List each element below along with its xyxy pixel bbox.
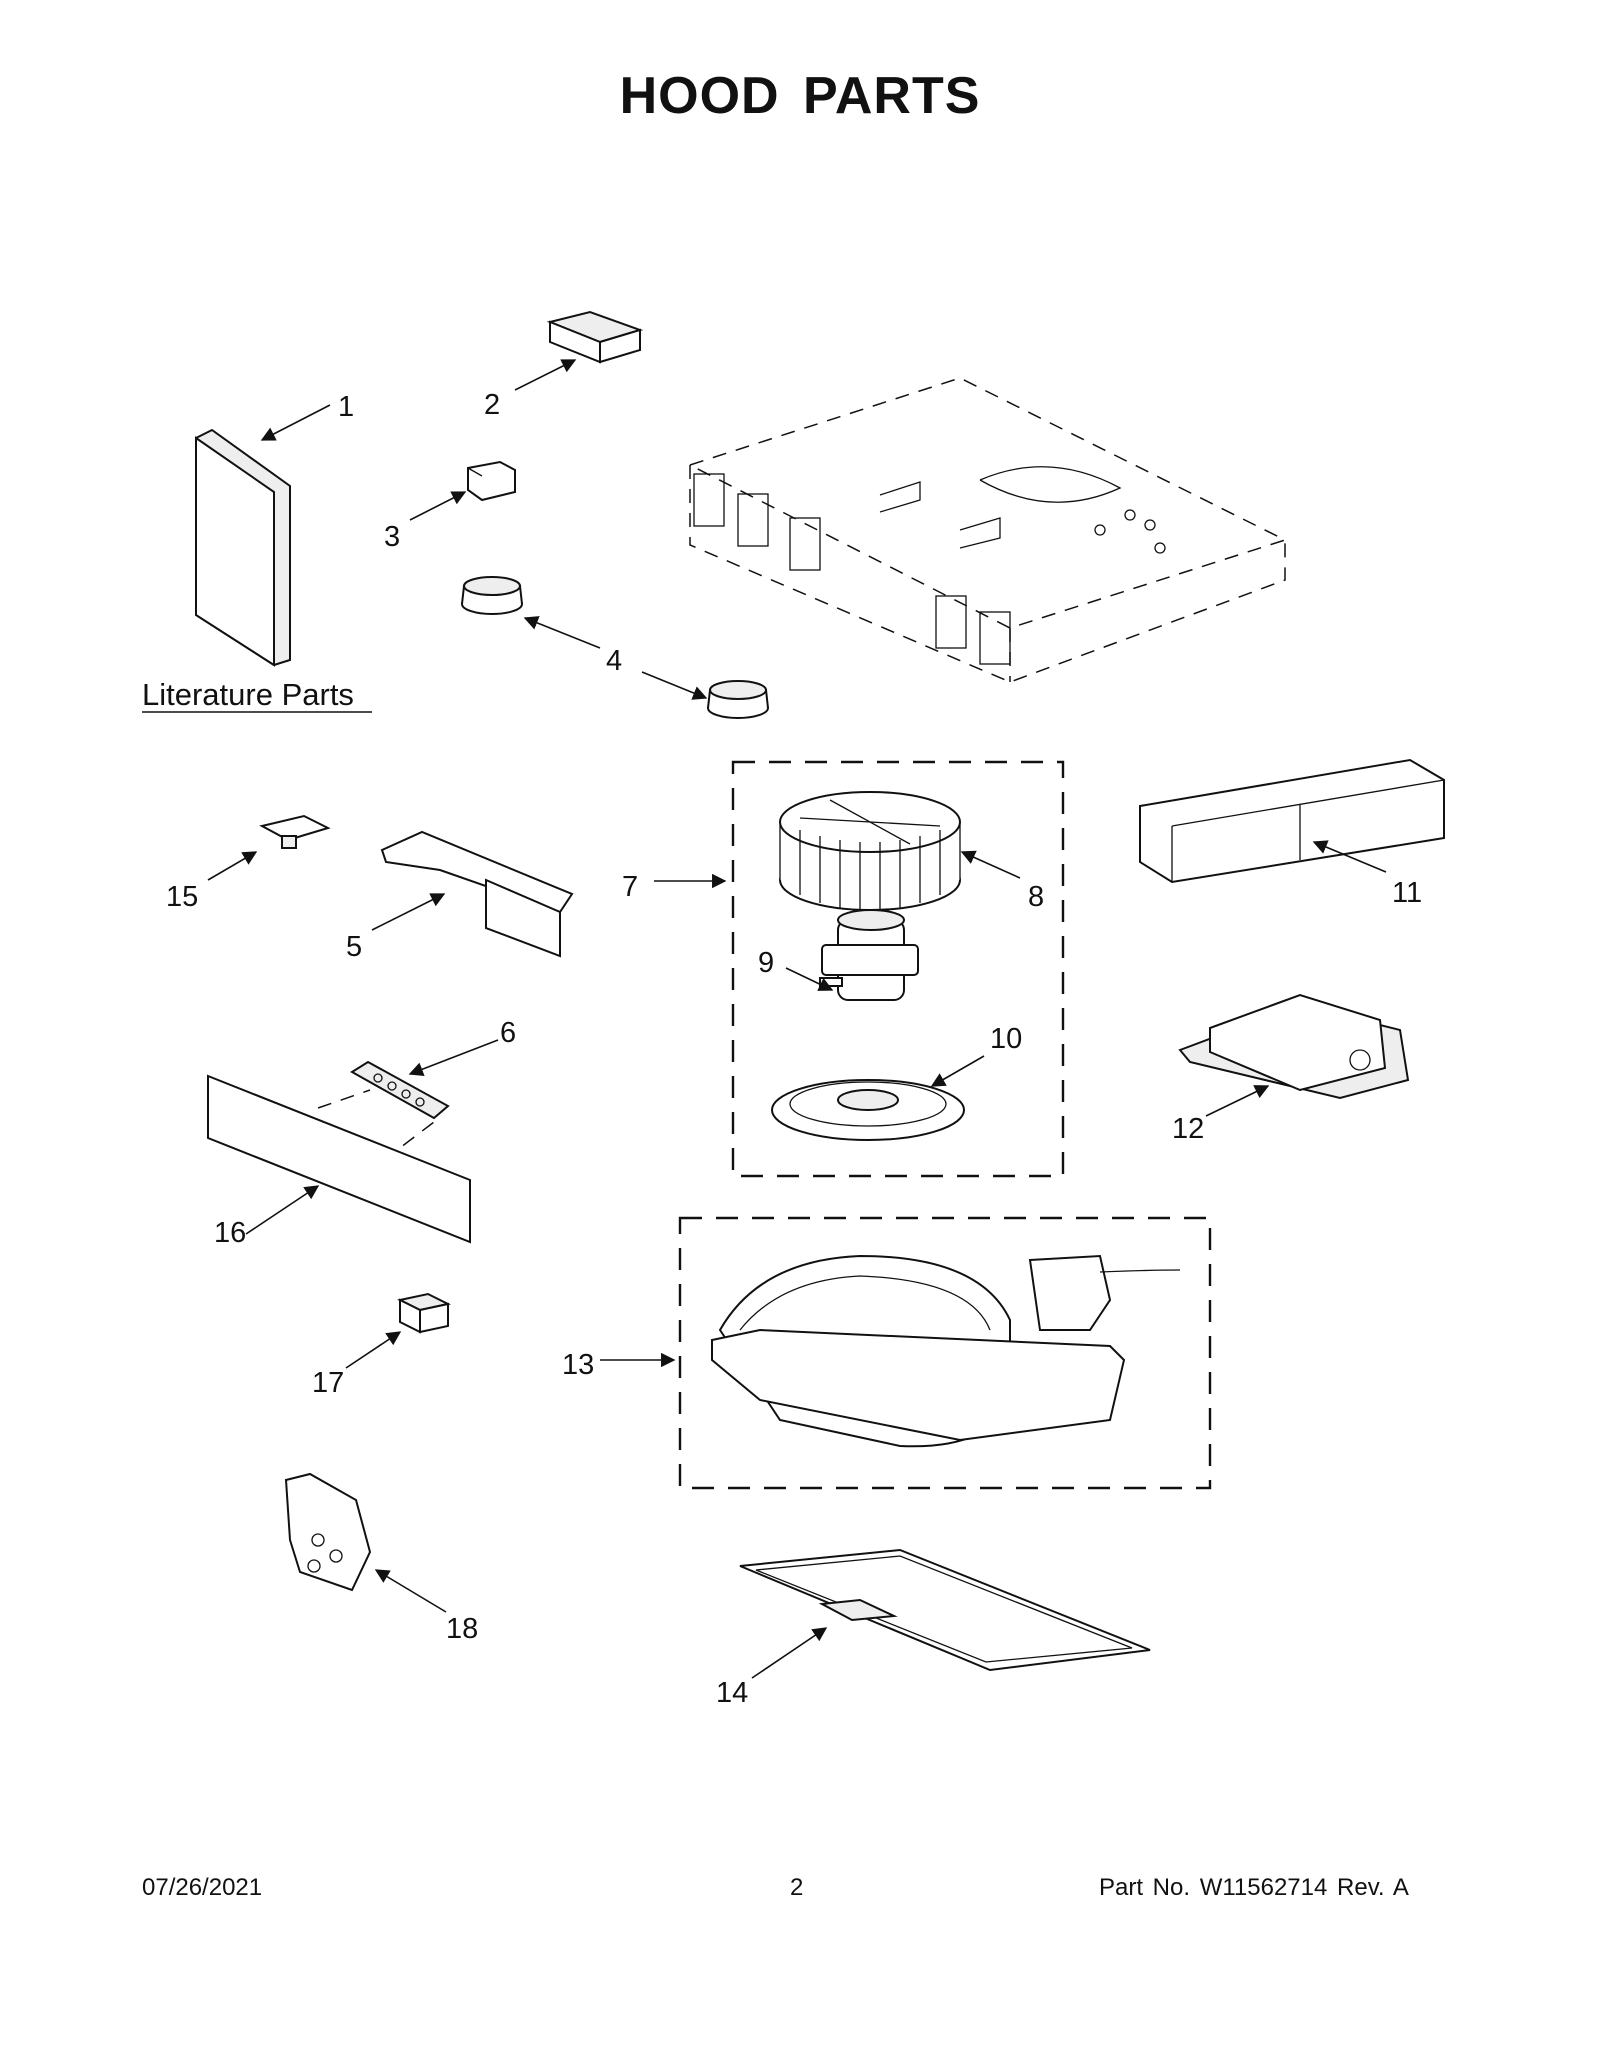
blower-assembly-box [654, 760, 1065, 1178]
callout-5: 5 [346, 931, 362, 963]
part-15-pcb [207, 814, 331, 881]
callout-10: 10 [990, 1023, 1022, 1055]
callout-3: 3 [384, 521, 400, 553]
callout-14: 14 [716, 1677, 748, 1709]
callout-1: 1 [338, 391, 354, 423]
part-13-duct [600, 1216, 1212, 1490]
part-14-filter [739, 1548, 1151, 1679]
part-5-bracket [371, 830, 574, 958]
part-4-knobs [461, 576, 769, 719]
part-18-bracket [284, 1472, 447, 1613]
callout-2: 2 [484, 389, 500, 421]
callout-8: 8 [1028, 881, 1044, 913]
part-11-channel [1139, 758, 1445, 884]
callout-12: 12 [1172, 1113, 1204, 1145]
footer-date: 07/26/2021 [142, 1874, 263, 1901]
callout-15: 15 [166, 881, 198, 913]
part-2-module [514, 310, 644, 391]
part-9-motor [785, 909, 919, 1001]
part-16-panel [207, 1074, 471, 1244]
callout-6: 6 [500, 1017, 516, 1049]
part-17-block [345, 1292, 451, 1369]
footer-page-number: 2 [790, 1874, 804, 1901]
callout-11: 11 [1392, 877, 1422, 909]
callout-18: 18 [446, 1613, 478, 1645]
callout-4: 4 [606, 645, 622, 677]
part-8-blower-wheel [779, 791, 1021, 911]
part-6-switch [317, 1039, 499, 1161]
page-title: HOOD PARTS [619, 67, 981, 125]
part-10-base-plate [771, 1055, 985, 1141]
callout-17: 17 [312, 1367, 344, 1399]
callout-7: 7 [622, 871, 638, 903]
footer-part-number: Part No. W11562714 Rev. A [1099, 1874, 1409, 1901]
part-12-light-housing [1178, 993, 1410, 1117]
callout-16: 16 [214, 1217, 246, 1249]
callout-13: 13 [562, 1349, 594, 1381]
part-3-relay [409, 460, 516, 521]
callout-9: 9 [758, 947, 774, 979]
literature-parts-label: Literature Parts [142, 677, 354, 712]
hood-housing [688, 377, 1287, 683]
part-1-literature [195, 404, 331, 667]
